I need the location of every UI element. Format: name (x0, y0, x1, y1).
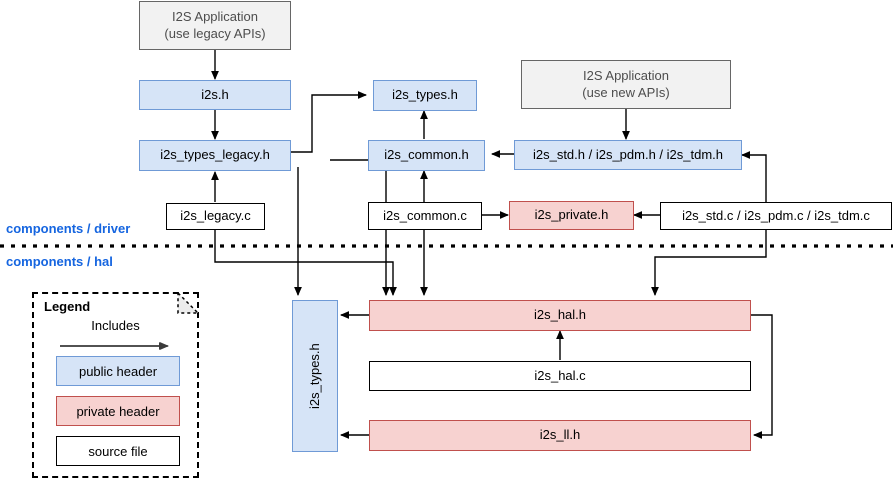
legend-swatch-private-header: private header (56, 396, 180, 426)
node-i2s-types-legacy-h[interactable]: i2s_types_legacy.h (139, 140, 291, 171)
legend-swatch-label: private header (76, 403, 160, 419)
includes-arrow-icon (60, 342, 169, 350)
node-label: I2S Application (use new APIs) (582, 68, 670, 100)
zone-label-hal: components / hal (6, 254, 113, 269)
wire-hal-h-to-ll-h (750, 314, 773, 439)
node-i2s-legacy-c[interactable]: i2s_legacy.c (166, 203, 265, 230)
node-label: i2s_hal.h (533, 307, 587, 323)
node-i2s-private-h[interactable]: i2s_private.h (509, 201, 634, 230)
node-label: i2s_types.h (306, 343, 322, 409)
wire-std-c-to-std-h (741, 151, 767, 202)
node-i2s-application-new[interactable]: I2S Application (use new APIs) (521, 60, 731, 109)
node-label: I2S Application (use legacy APIs) (164, 9, 266, 41)
node-label: i2s_private.h (534, 207, 609, 223)
legend-swatch-public-header: public header (56, 356, 180, 386)
node-i2s-std-pdm-tdm-c[interactable]: i2s_std.c / i2s_pdm.c / i2s_tdm.c (660, 202, 892, 230)
node-label: i2s_common.c (383, 207, 467, 223)
node-label: i2s.h (201, 86, 229, 102)
node-i2s-std-pdm-tdm-h[interactable]: i2s_std.h / i2s_pdm.h / i2s_tdm.h (514, 140, 742, 170)
legend-includes-label: Includes (91, 318, 140, 333)
node-label: i2s_common.h (384, 147, 469, 163)
node-i2s-common-h[interactable]: i2s_common.h (368, 140, 485, 171)
node-label: i2s_hal.c (534, 367, 586, 383)
node-i2s-hal-h[interactable]: i2s_hal.h (369, 300, 751, 331)
node-i2s-types-h-top[interactable]: i2s_types.h (373, 80, 477, 111)
node-label: i2s_std.h / i2s_pdm.h / i2s_tdm.h (532, 146, 724, 162)
wire-types-legacy-to-types-top (291, 91, 367, 153)
node-label: i2s_types_legacy.h (160, 147, 270, 163)
node-i2s-ll-h[interactable]: i2s_ll.h (369, 420, 751, 451)
legend-swatch-source-file: source file (56, 436, 180, 466)
zone-label-driver: components / driver (6, 221, 131, 236)
node-i2s-h[interactable]: i2s.h (139, 80, 291, 110)
node-label: i2s_legacy.c (180, 208, 251, 224)
node-i2s-types-h-vertical[interactable]: i2s_types.h (292, 300, 338, 452)
legend-swatch-label: public header (78, 363, 158, 379)
legend-panel: Legend Includes public header private he… (32, 292, 199, 478)
node-i2s-hal-c[interactable]: i2s_hal.c (369, 361, 751, 391)
node-label: i2s_std.c / i2s_pdm.c / i2s_tdm.c (682, 207, 870, 223)
node-i2s-application-legacy[interactable]: I2S Application (use legacy APIs) (139, 1, 291, 50)
legend-swatch-label: source file (88, 443, 148, 459)
wire-legacy-c-to-hal-h (214, 230, 397, 296)
node-i2s-common-c[interactable]: i2s_common.c (368, 202, 482, 230)
node-label: i2s_ll.h (539, 427, 581, 443)
folded-corner-icon (177, 292, 199, 314)
wire-std-c-to-hal-h (651, 229, 767, 296)
node-label: i2s_types.h (392, 87, 458, 103)
legend-title: Legend (44, 299, 91, 314)
